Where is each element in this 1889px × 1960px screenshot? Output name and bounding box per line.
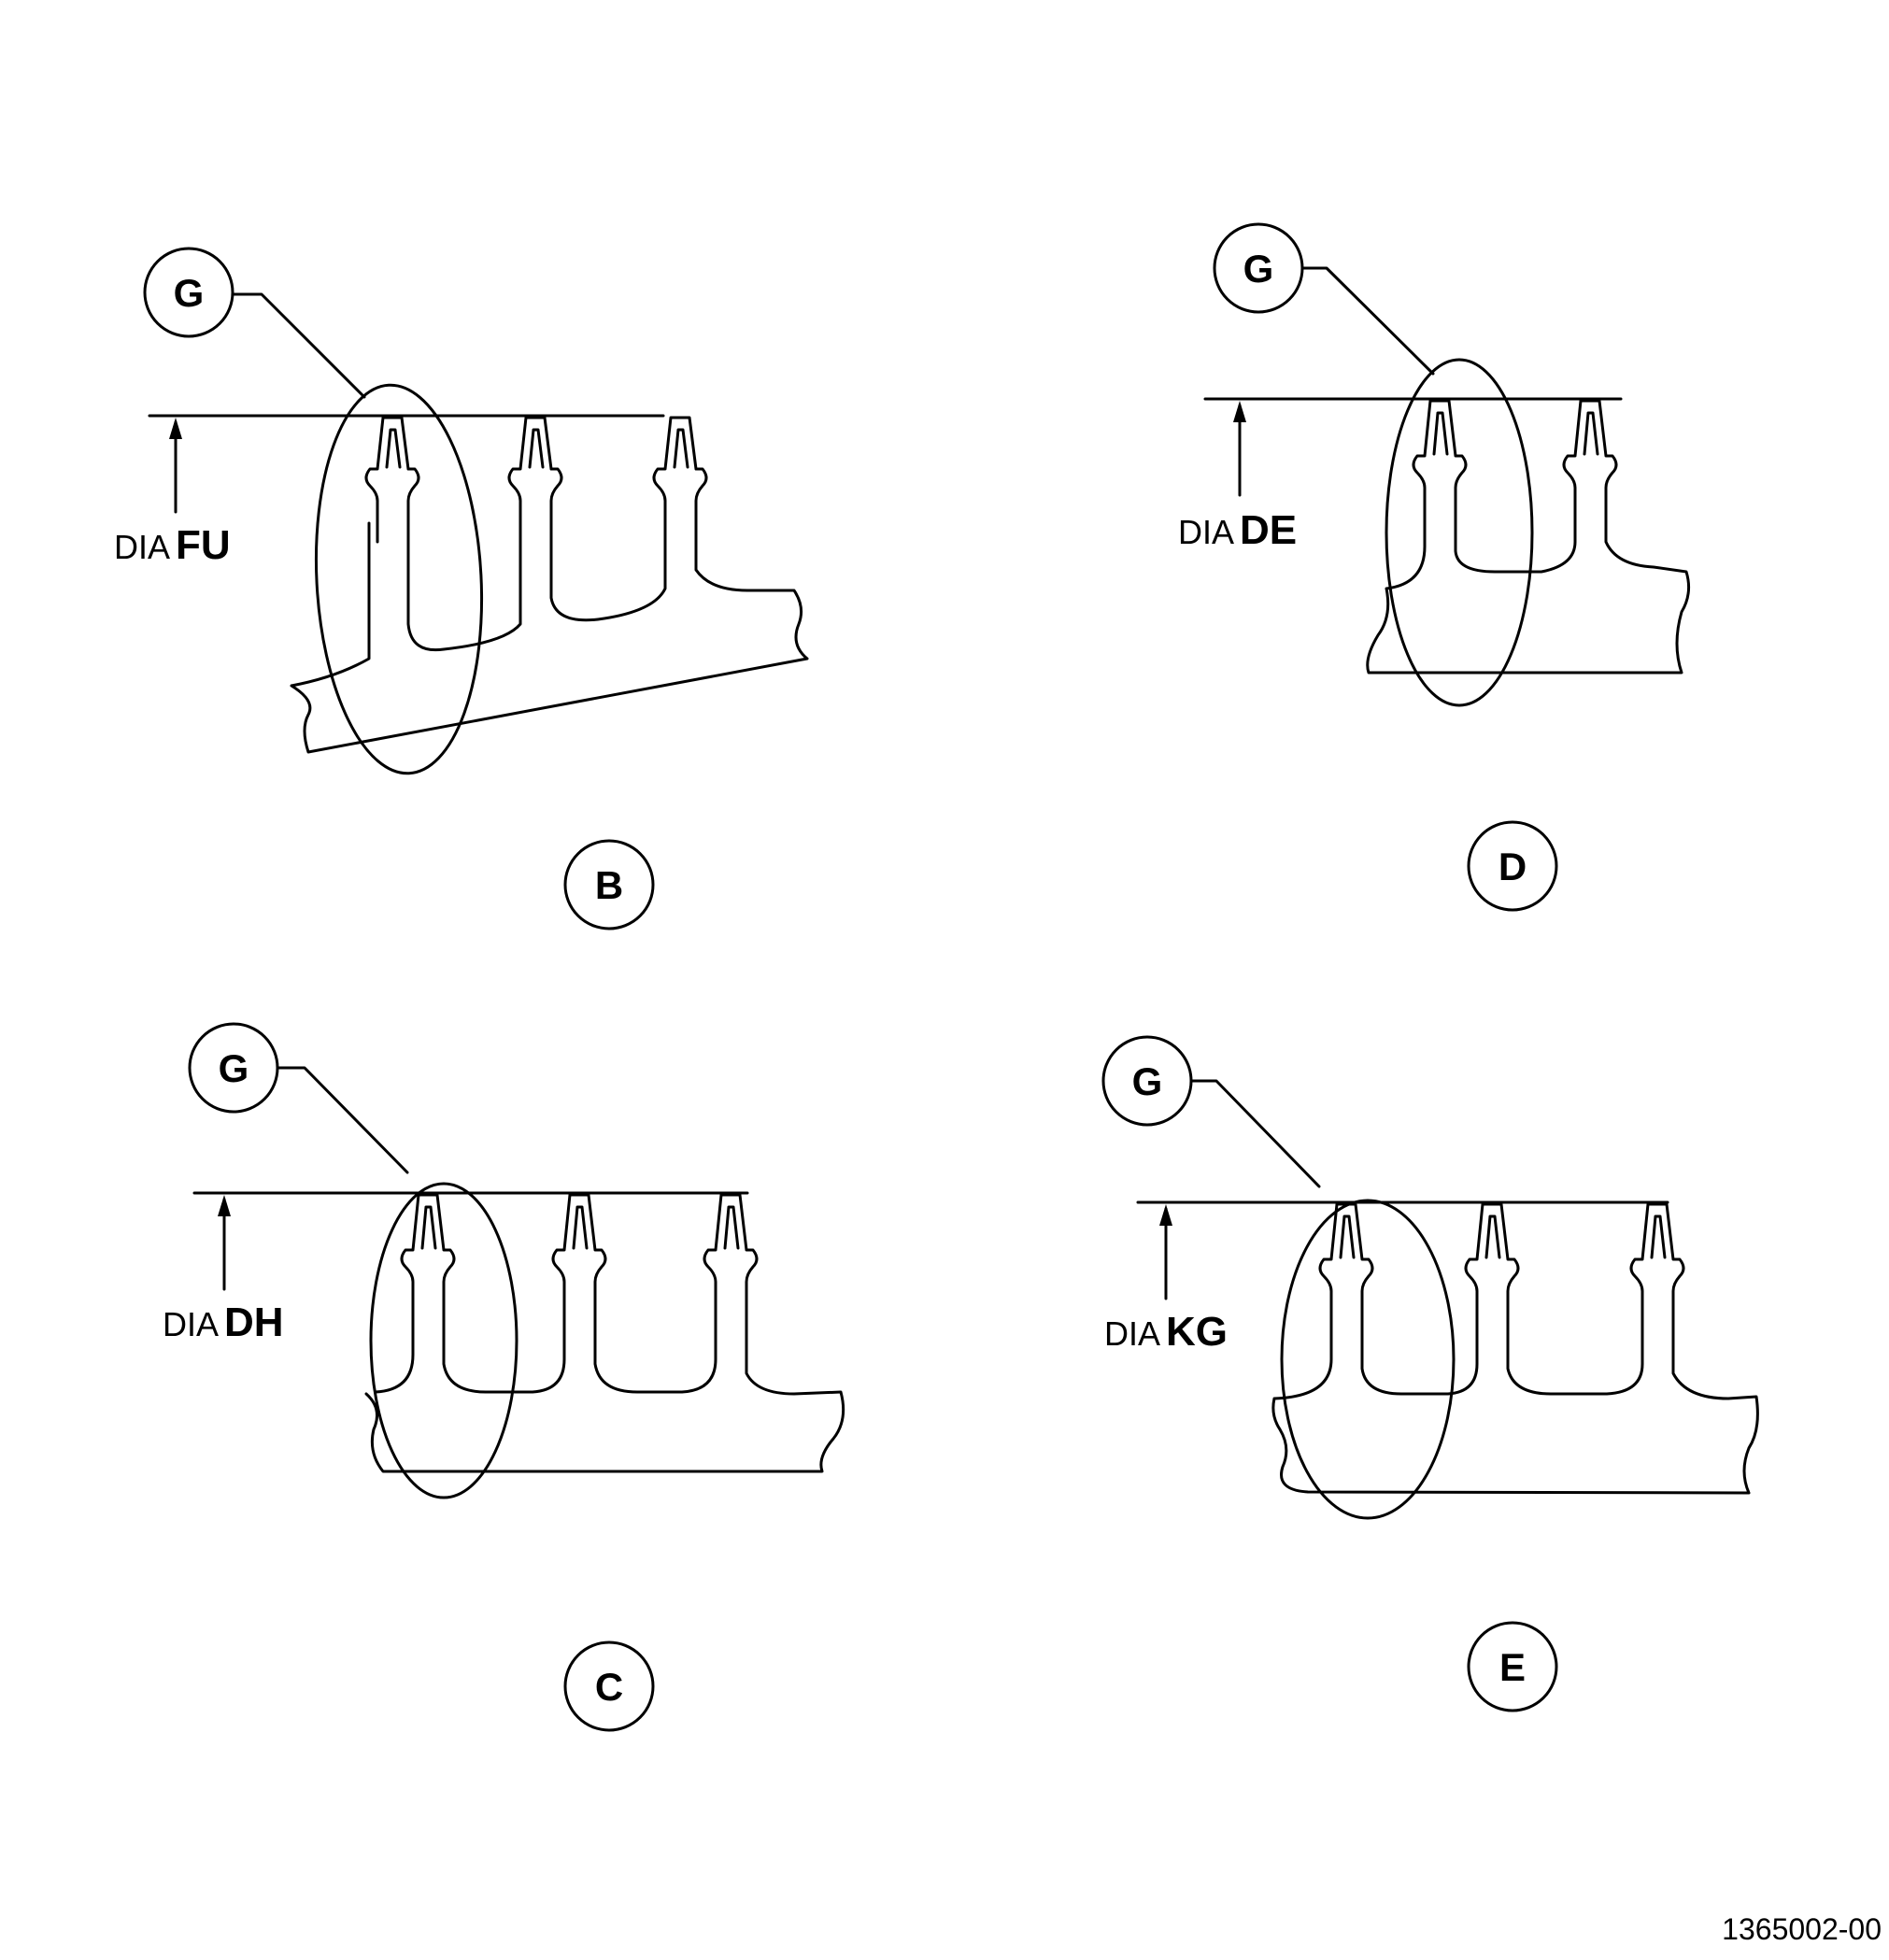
pin-b-2: [507, 416, 563, 544]
pin-e-3: [1629, 1202, 1685, 1338]
leader-line-b: [231, 292, 366, 399]
pin-c-2: [551, 1193, 607, 1328]
pin-b-1: [364, 416, 420, 544]
carrier-strip-b: [290, 521, 809, 754]
dimension-arrow-head-e: [1159, 1204, 1172, 1226]
pin-b-3: [652, 416, 708, 544]
pin-c-2-slot: [572, 1205, 589, 1250]
view-label-e: E: [1499, 1645, 1526, 1689]
detail-label-d: G: [1243, 247, 1274, 291]
pin-c-3: [703, 1193, 759, 1328]
dia-prefix-d: DIA: [1178, 513, 1234, 551]
view-label-c: C: [595, 1665, 623, 1709]
view-bubble-e: [1467, 1621, 1558, 1712]
dimension-arrow-head-d: [1233, 401, 1246, 422]
detail-ellipse-c: [369, 1182, 518, 1499]
leader-line-d: [1300, 266, 1435, 376]
view-bubble-d: [1467, 820, 1558, 912]
detail-ellipse-b: [314, 383, 484, 775]
view-bubble-b: [563, 839, 655, 930]
view-d: G: [1203, 222, 1691, 707]
pin-c-1: [400, 1193, 456, 1328]
pin-e-1-slot: [1339, 1214, 1356, 1259]
pin-d-1: [1412, 399, 1468, 534]
view-label-d: D: [1498, 845, 1527, 888]
dimension-arrow-head-c: [218, 1195, 231, 1216]
carrier-strip-c: [364, 1325, 845, 1473]
pin-b-2-slot: [528, 428, 545, 469]
drawing-number: 1365002-00: [1722, 1912, 1882, 1946]
view-e: G: [1101, 1035, 1759, 1520]
carrier-strip-d: [1366, 531, 1691, 675]
detail-bubble-g-b: [143, 247, 234, 338]
leader-line-e: [1189, 1079, 1321, 1188]
detail-ellipse-e: [1280, 1199, 1456, 1520]
pin-b-3-slot: [673, 428, 689, 469]
detail-label-e: G: [1132, 1059, 1163, 1103]
dia-prefix-c: DIA: [163, 1305, 219, 1343]
pin-c-1-slot: [420, 1205, 437, 1250]
dia-code-c: DH: [224, 1300, 284, 1345]
dia-prefix-b: DIA: [114, 528, 170, 566]
dia-code-b: FU: [176, 522, 231, 568]
dia-code-e: KG: [1166, 1309, 1228, 1355]
detail-ellipse-d: [1385, 358, 1534, 707]
view-c: G: [188, 1022, 845, 1499]
detail-label-c: G: [219, 1046, 249, 1090]
pin-c-3-slot: [723, 1205, 740, 1250]
view-b: G: [143, 247, 809, 775]
pin-d-2: [1562, 399, 1618, 534]
dimension-arrow-head-b: [169, 418, 182, 439]
pin-e-2: [1464, 1202, 1520, 1338]
view-bubble-c: [563, 1640, 655, 1732]
pin-d-2-slot: [1583, 411, 1599, 456]
carrier-strip-e: [1271, 1334, 1759, 1495]
pin-e-1: [1318, 1202, 1374, 1338]
pin-d-1-slot: [1432, 411, 1449, 456]
leader-line-c: [276, 1066, 409, 1174]
dia-prefix-e: DIA: [1104, 1314, 1160, 1353]
view-label-b: B: [595, 863, 623, 907]
dia-code-d: DE: [1240, 507, 1297, 553]
detail-label-b: G: [174, 271, 205, 315]
pin-b-1-slot: [385, 428, 402, 469]
pin-e-3-slot: [1650, 1214, 1667, 1259]
pin-e-2-slot: [1484, 1214, 1501, 1259]
